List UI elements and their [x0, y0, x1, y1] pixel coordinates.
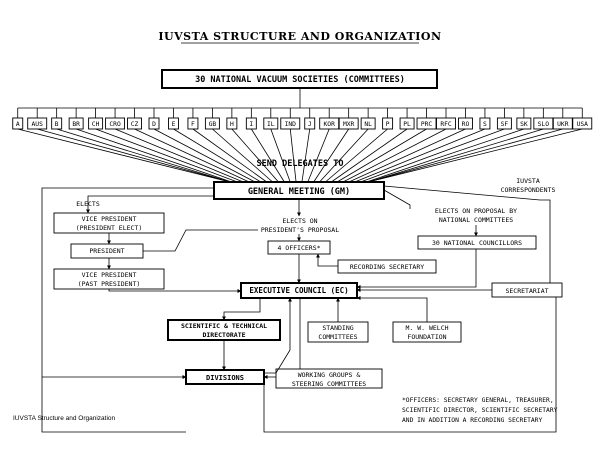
delegate-fan-line	[114, 128, 244, 183]
country-codes: A AUS B BR CH CRO CZ D E F GB H I IL IND J KOR MXR NL P PL PR…	[12, 88, 593, 183]
delegate-fan-line	[212, 128, 273, 183]
country-code: SLO	[538, 121, 550, 128]
delegate-fan-line	[354, 128, 486, 183]
country-code: USA	[577, 121, 589, 128]
national-councillors-label: 30 NATIONAL COUNCILLORS	[432, 239, 522, 247]
delegate-fan-line	[76, 128, 232, 183]
country-code: RFC	[440, 121, 452, 128]
working-groups-label: WORKING GROUPS &STEERING COMMITTEES	[292, 371, 366, 388]
officers-label: 4 OFFICERS*	[277, 244, 320, 252]
country-code: CZ	[131, 121, 139, 128]
country-code: RO	[462, 121, 470, 128]
delegate-fan-line	[56, 128, 231, 183]
country-code: MXR	[343, 121, 355, 128]
delegate-fan-line	[348, 128, 466, 183]
country-code: BR	[72, 121, 80, 128]
country-code: PRC	[421, 121, 433, 128]
vice-president-past-label: VICE PRESIDENT(PAST PRESIDENT)	[78, 271, 141, 288]
country-code: IL	[267, 121, 275, 128]
country-code: NL	[364, 121, 372, 128]
country-code: J	[308, 121, 312, 128]
country-code: D	[152, 121, 156, 128]
country-code: S	[483, 121, 487, 128]
delegate-fan-line	[325, 128, 388, 183]
delegate-fan-line	[331, 128, 408, 183]
delegate-fan-line	[342, 128, 447, 183]
delegate-fan-line	[289, 128, 297, 183]
recording-secretary-label: RECORDING SECRETARY	[350, 263, 424, 271]
delegate-fan-line	[307, 128, 330, 183]
country-code: SF	[501, 121, 509, 128]
delegate-fan-line	[153, 128, 256, 183]
societies-box	[161, 69, 438, 89]
vice-president-elect-label: VICE PRESIDENT(PRESIDENT ELECT)	[76, 215, 143, 232]
delegate-fan-line	[192, 128, 267, 183]
country-code: AUS	[32, 121, 44, 128]
country-code: IND	[285, 121, 297, 128]
working-groups-box	[275, 368, 383, 389]
delegate-fan-line	[95, 128, 238, 183]
delegate-fan-line	[313, 128, 350, 183]
country-code: P	[386, 121, 390, 128]
delegate-fan-line	[367, 128, 563, 183]
country-code: I	[249, 121, 253, 128]
country-code: CRO	[109, 121, 121, 128]
delegate-fan-line	[319, 128, 369, 183]
recording-secretary-box	[337, 259, 437, 274]
president-label: PRESIDENT	[89, 247, 124, 255]
country-code: E	[172, 121, 176, 128]
delegate-fan-line	[17, 128, 231, 183]
delegate-fan-line	[367, 128, 544, 183]
secretariat-label: SECRETARIAT	[505, 287, 548, 295]
officers-footnote: *OFFICERS: SECRETARY GENERAL, TREASURER,…	[402, 397, 558, 424]
country-code: B	[55, 121, 59, 128]
country-code: H	[230, 121, 234, 128]
country-code: UKR	[557, 121, 569, 128]
delegate-fan-line	[301, 128, 311, 183]
divisions-label: DIVISIONS	[206, 374, 244, 382]
societies-label: 30 NATIONAL VACUUM SOCIETIES (COMMITTEES…	[195, 75, 405, 85]
country-code: PL	[403, 121, 411, 128]
country-code: KOR	[324, 121, 336, 128]
figure-caption: IUVSTA Structure and Organization	[13, 415, 116, 422]
executive-council-label: EXECUTIVE COUNCIL (EC)	[249, 286, 348, 295]
general-meeting-label: GENERAL MEETING (GM)	[248, 187, 350, 197]
delegate-fan-line	[336, 128, 427, 183]
delegate-fan-line	[366, 128, 524, 183]
delegate-fan-line	[360, 128, 505, 183]
delegate-fan-line	[173, 128, 262, 183]
send-delegates-label: SEND DELEGATES TO	[257, 159, 344, 169]
country-code: A	[16, 121, 20, 128]
delegate-fan-line	[367, 128, 583, 183]
country-box	[127, 117, 142, 130]
delegate-fan-line	[37, 128, 231, 183]
delegate-fan-line	[270, 128, 291, 183]
country-code: SK	[520, 121, 528, 128]
delegate-fan-line	[250, 128, 285, 183]
diagram-title: IUVSTA STRUCTURE AND ORGANIZATION	[158, 30, 441, 43]
delegate-fan-line	[231, 128, 279, 183]
delegate-fan-line	[134, 128, 250, 183]
country-code: F	[191, 121, 195, 128]
connector-lines	[41, 185, 557, 433]
country-code: GB	[209, 121, 217, 128]
country-code: CH	[92, 121, 100, 128]
